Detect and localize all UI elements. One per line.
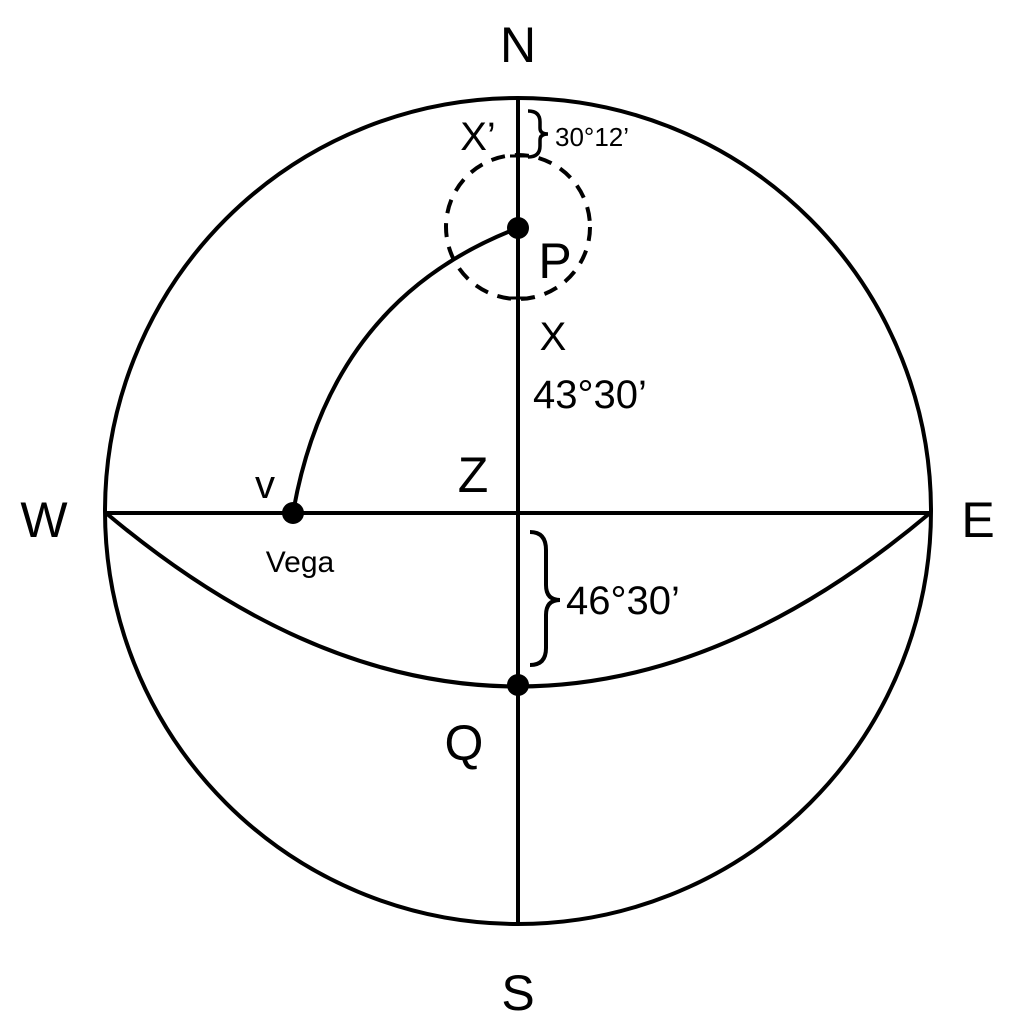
- measurement-x-prime-north: 30°12’: [555, 122, 629, 152]
- q-point: [507, 674, 529, 696]
- label-zenith: Z: [458, 447, 489, 503]
- pole-point: [507, 217, 529, 239]
- label-north: N: [500, 17, 536, 73]
- label-south: S: [501, 965, 534, 1021]
- measurement-zenith-q: 46°30’: [566, 579, 680, 623]
- vega-point: [282, 502, 304, 524]
- hour-circle-arc: [291, 226, 519, 514]
- label-q: Q: [445, 715, 484, 771]
- measurement-x-zenith: 43°30’: [533, 373, 647, 417]
- label-v: v: [255, 463, 275, 507]
- small-brace: [527, 109, 549, 159]
- label-east: E: [961, 492, 994, 548]
- label-west: W: [20, 492, 68, 548]
- large-brace: [529, 530, 561, 667]
- label-pole: P: [538, 233, 571, 289]
- label-vega: Vega: [266, 546, 335, 579]
- label-x-prime: X’: [460, 115, 496, 159]
- label-x: X: [540, 315, 567, 359]
